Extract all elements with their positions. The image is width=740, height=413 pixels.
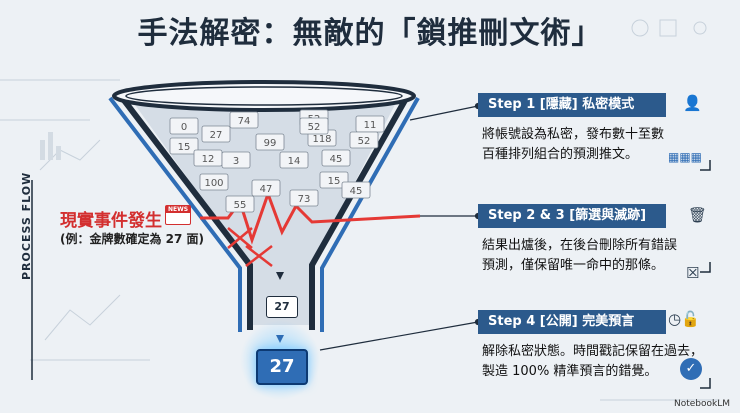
step-2-3-header: Step 2 & 3 [篩選與滅跡] bbox=[478, 204, 666, 228]
step-4-header: Step 4 [公開] 完美預言 bbox=[478, 310, 666, 334]
event-title: 現實事件發生 bbox=[60, 211, 162, 231]
svg-text:15: 15 bbox=[178, 142, 191, 153]
svg-text:52: 52 bbox=[358, 136, 371, 147]
step-4-desc-line1: 解除私密狀態。時間戳記保留在過去， bbox=[482, 344, 704, 359]
svg-text:12: 12 bbox=[202, 154, 215, 165]
bubble-tweet: 0 bbox=[169, 117, 199, 135]
bubble-tweet: 15 bbox=[169, 137, 199, 155]
bubble-tweet: 47 bbox=[251, 179, 281, 197]
bubble-tweet: 73 bbox=[289, 189, 319, 207]
event-subtitle: (例：金牌數確定為 27 面) bbox=[60, 232, 205, 246]
step-4-description: 解除私密狀態。時間戳記保留在過去， 製造 100% 精準預言的錯覺。 bbox=[482, 342, 703, 382]
bubble-tweet: 52 bbox=[349, 131, 379, 149]
bubble-tweet: 52 bbox=[299, 117, 329, 135]
bubble-tweet: 99 bbox=[255, 133, 285, 151]
bubble-tweet: 15 bbox=[319, 171, 349, 189]
step-1-desc-line2: 百種排列組合的預測推文。 bbox=[482, 147, 639, 162]
svg-text:52: 52 bbox=[308, 122, 321, 133]
verified-check-icon: ✓ bbox=[680, 358, 702, 380]
bubble-tweet: 27 bbox=[201, 125, 231, 143]
bubble-tweet: 45 bbox=[341, 181, 371, 199]
step-1-description: 將帳號設為私密，發布數十至數 百種排列組合的預測推文。 bbox=[482, 125, 664, 165]
svg-text:100: 100 bbox=[204, 178, 223, 189]
svg-text:45: 45 bbox=[330, 154, 343, 165]
svg-text:0: 0 bbox=[181, 122, 187, 133]
mid-bubble: 27 bbox=[266, 296, 298, 318]
svg-text:47: 47 bbox=[260, 184, 273, 195]
svg-text:27: 27 bbox=[210, 130, 223, 141]
step-1-desc-line1: 將帳號設為私密，發布數十至數 bbox=[482, 127, 665, 142]
unlock-icon: ◷🔓 bbox=[668, 310, 700, 328]
bubble-tweet: 3 bbox=[221, 151, 251, 169]
svg-text:45: 45 bbox=[350, 186, 363, 197]
user-lock-icon: 👤 bbox=[683, 94, 702, 112]
step-2-3-description: 結果出爐後，在後台刪除所有錯誤 預測，僅保留唯一命中的那條。 bbox=[482, 236, 677, 276]
news-icon: NEWS bbox=[165, 205, 191, 225]
svg-text:15: 15 bbox=[328, 176, 341, 187]
down-arrow-icon bbox=[276, 335, 284, 343]
step-1-header: Step 1 [隱藏] 私密模式 bbox=[478, 93, 666, 117]
down-arrow-icon bbox=[276, 272, 284, 280]
bubble-tweet: 55 bbox=[225, 195, 255, 213]
svg-text:3: 3 bbox=[233, 156, 239, 167]
svg-text:74: 74 bbox=[238, 116, 251, 127]
step-4-desc-line2: 製造 100% 精準預言的錯覺。 bbox=[482, 364, 658, 379]
svg-text:14: 14 bbox=[288, 156, 301, 167]
step-2-3-desc-line2: 預測，僅保留唯一命中的那條。 bbox=[482, 258, 665, 273]
bubble-tweet: 100 bbox=[199, 173, 229, 191]
result-bubble: 27 bbox=[256, 349, 308, 385]
svg-text:55: 55 bbox=[234, 200, 247, 211]
svg-text:118: 118 bbox=[312, 134, 331, 145]
trash-icon: 🗑 bbox=[688, 206, 708, 224]
news-label: NEWS bbox=[166, 206, 190, 213]
svg-text:11: 11 bbox=[364, 120, 377, 131]
bubble-tweet: 74 bbox=[229, 111, 259, 129]
bubble-tweet: 14 bbox=[279, 151, 309, 169]
page-title: 手法解密：無敵的「鎖推刪文術」 bbox=[137, 16, 603, 51]
step-2-3-desc-line1: 結果出爐後，在後台刪除所有錯誤 bbox=[482, 238, 678, 253]
svg-text:99: 99 bbox=[264, 138, 277, 149]
tweets-icon: ▦▦▦ bbox=[668, 150, 703, 164]
svg-text:73: 73 bbox=[298, 194, 311, 205]
bubble-tweet: 45 bbox=[321, 149, 351, 167]
delete-box-icon: ☒ bbox=[686, 264, 700, 282]
footer-brand: NotebookLM bbox=[673, 399, 730, 409]
